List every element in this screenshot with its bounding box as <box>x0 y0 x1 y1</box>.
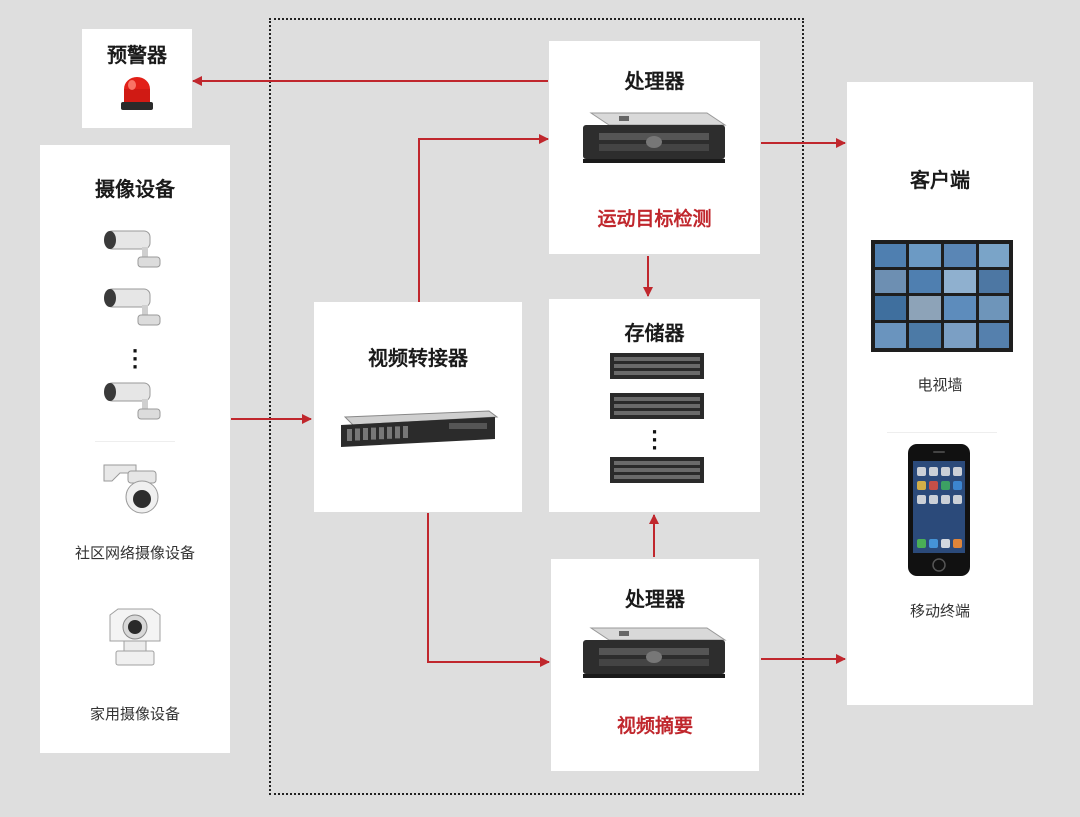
alarm-light-icon <box>121 77 153 110</box>
home-camera-icon <box>109 608 161 666</box>
bullet-camera-icon <box>104 382 161 420</box>
rack-server-icon <box>341 410 499 447</box>
storage-title: 存储器 <box>624 321 685 345</box>
processor-top-function: 运动目标检测 <box>597 208 712 230</box>
processor-top-title: 处理器 <box>624 69 685 93</box>
processor-bottom-title: 处理器 <box>625 587 685 611</box>
processor-bottom-function: 视频摘要 <box>616 715 693 737</box>
server-icon <box>583 627 727 678</box>
home-camera-label: 家用摄像设备 <box>89 705 180 723</box>
arrow-converter-to-processor-top <box>418 134 549 302</box>
warning-device-box: 预警器 <box>82 29 192 128</box>
video-converter-box: 视频转接器 <box>314 302 522 512</box>
mobile-terminal-label: 移动终端 <box>909 602 970 620</box>
video-converter-title: 视频转接器 <box>368 346 468 370</box>
divider <box>95 441 175 442</box>
divider <box>887 432 997 433</box>
tv-wall-label: 电视墙 <box>917 376 963 394</box>
warning-device-title: 预警器 <box>107 43 167 67</box>
client-box: 客户端 电视墙 移动终端 <box>847 82 1033 705</box>
processor-bottom-box: 处理器 视频摘要 <box>551 559 759 771</box>
community-camera-label: 社区网络摄像设备 <box>74 544 195 562</box>
mobile-phone-icon <box>908 444 970 576</box>
dome-camera-icon <box>103 464 159 514</box>
storage-unit-icon <box>610 393 704 419</box>
camera-devices-title: 摄像设备 <box>95 177 175 201</box>
system-boundary <box>269 18 804 795</box>
bullet-camera-icon <box>104 230 161 268</box>
storage-unit-icon <box>610 353 704 379</box>
server-icon <box>583 112 727 163</box>
arrow-converter-to-processor-bottom <box>427 513 550 667</box>
client-title: 客户端 <box>910 168 970 192</box>
ellipsis-dots: ··· <box>131 341 139 378</box>
video-wall-icon <box>871 240 1013 352</box>
processor-top-box: 处理器 运动目标检测 <box>549 41 760 254</box>
bullet-camera-icon <box>104 288 161 326</box>
camera-devices-box: 摄像设备 ··· 社区网络摄像设备 家用摄像设备 <box>40 145 230 753</box>
storage-unit-icon <box>610 457 704 483</box>
ellipsis-dots: ··· <box>651 422 658 459</box>
storage-box: 存储器 ··· <box>549 299 760 512</box>
